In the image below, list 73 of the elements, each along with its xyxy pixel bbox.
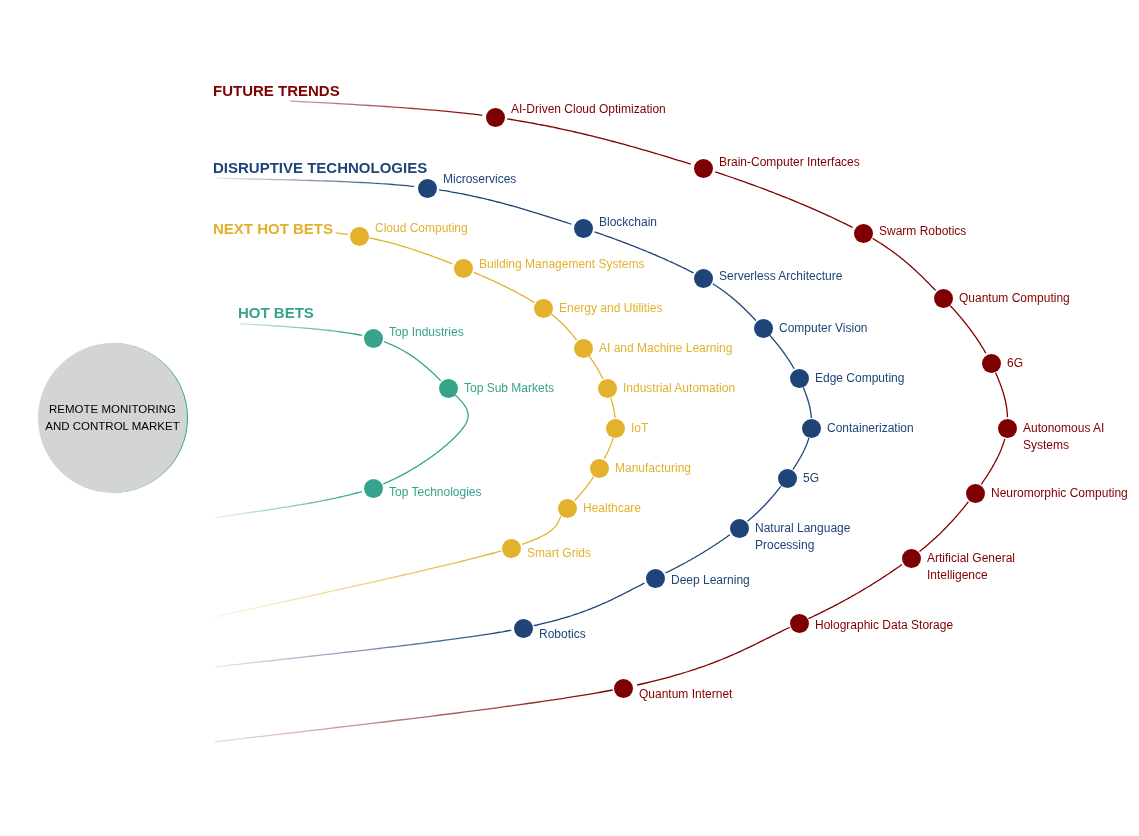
arc-connector <box>871 237 937 292</box>
topic-label: 5G <box>803 469 819 487</box>
topic-label: Computer Vision <box>779 319 868 337</box>
topic-label: Blockchain <box>599 214 658 231</box>
market-circle: REMOTE MONITORING AND CONTROL MARKET <box>38 343 188 493</box>
topic-label: 6G <box>1007 354 1023 372</box>
topic-label: Neuromorphic Computing <box>991 484 1128 502</box>
arc-connector <box>214 490 363 519</box>
section-heading: FUTURE TRENDS <box>213 82 340 99</box>
arc-connector <box>239 323 363 337</box>
topic-label: Smart Grids <box>527 545 591 562</box>
topic-label: Holographic Data Storage <box>815 617 954 634</box>
arc-connector <box>532 582 646 627</box>
arc-connector <box>289 100 483 116</box>
section-heading: DISRUPTIVE TECHNOLOGIES <box>213 159 428 176</box>
topic-label: AI-Driven Cloud Optimization <box>511 101 666 118</box>
arc-connector <box>712 283 757 322</box>
arc-connector <box>588 355 604 380</box>
arc-connector <box>636 626 791 686</box>
topic-label: Autonomous AI Systems <box>1023 419 1106 454</box>
arc-connector <box>368 237 453 265</box>
arc-connector <box>918 501 970 553</box>
arc-connector <box>382 394 469 485</box>
topic-label: Industrial Automation <box>623 379 736 397</box>
topic-label: Artificial General Intelligence <box>927 549 1017 584</box>
arc-connector <box>214 629 512 668</box>
arc-connector <box>792 437 810 471</box>
arc-connector <box>980 438 1006 485</box>
arc-connector <box>746 485 782 522</box>
topic-label: Microservices <box>443 171 517 188</box>
arc-connector <box>994 372 1009 418</box>
arc-connector <box>769 334 795 370</box>
arc-connector <box>521 515 562 546</box>
arc-connector <box>214 550 502 618</box>
topic-label: Serverless Architecture <box>719 268 843 285</box>
arc-connector <box>334 232 349 236</box>
arc-connector <box>802 386 812 419</box>
topic-label: Deep Learning <box>671 572 750 589</box>
topic-label: Robotics <box>539 625 586 643</box>
topic-label: Top Technologies <box>389 484 482 501</box>
topic-label: Building Management Systems <box>479 256 645 273</box>
topic-label: Quantum Computing <box>959 289 1070 307</box>
arc-connector <box>714 171 854 229</box>
arc-connector <box>573 476 595 502</box>
topic-label: Edge Computing <box>815 369 905 387</box>
topic-label: Manufacturing <box>615 459 692 477</box>
topic-label: Energy and Utilities <box>559 299 663 317</box>
arc-connector <box>807 563 903 620</box>
arc-connector <box>664 534 731 574</box>
arc-connector <box>603 437 614 460</box>
section-heading: HOT BETS <box>238 304 314 321</box>
topic-label: Brain-Computer Interfaces <box>719 154 860 171</box>
topic-label: Cloud Computing <box>375 219 468 237</box>
arc-connector <box>593 231 695 274</box>
section-heading: NEXT HOT BETS <box>213 220 333 237</box>
topic-label: Swarm Robotics <box>879 223 967 240</box>
topic-label: Top Sub Markets <box>464 379 555 397</box>
topic-label: Quantum Internet <box>639 686 733 703</box>
arc-connector <box>473 271 536 304</box>
arc-connector <box>550 313 578 341</box>
arc-connector <box>506 118 692 165</box>
topic-label: IoT <box>631 419 649 437</box>
arc-connector <box>214 689 614 743</box>
arc-connector <box>949 304 987 354</box>
arc-connector <box>383 341 442 382</box>
topic-label: AI and Machine Learning <box>599 339 733 357</box>
arc-connector <box>216 177 415 188</box>
arc-connector <box>438 189 573 225</box>
topic-label: Top Industries <box>389 323 464 341</box>
topic-label: Natural Language Processing <box>755 519 852 554</box>
topic-label: Healthcare <box>583 499 642 517</box>
topic-label: Containerization <box>827 419 914 437</box>
arc-connector <box>610 397 616 419</box>
